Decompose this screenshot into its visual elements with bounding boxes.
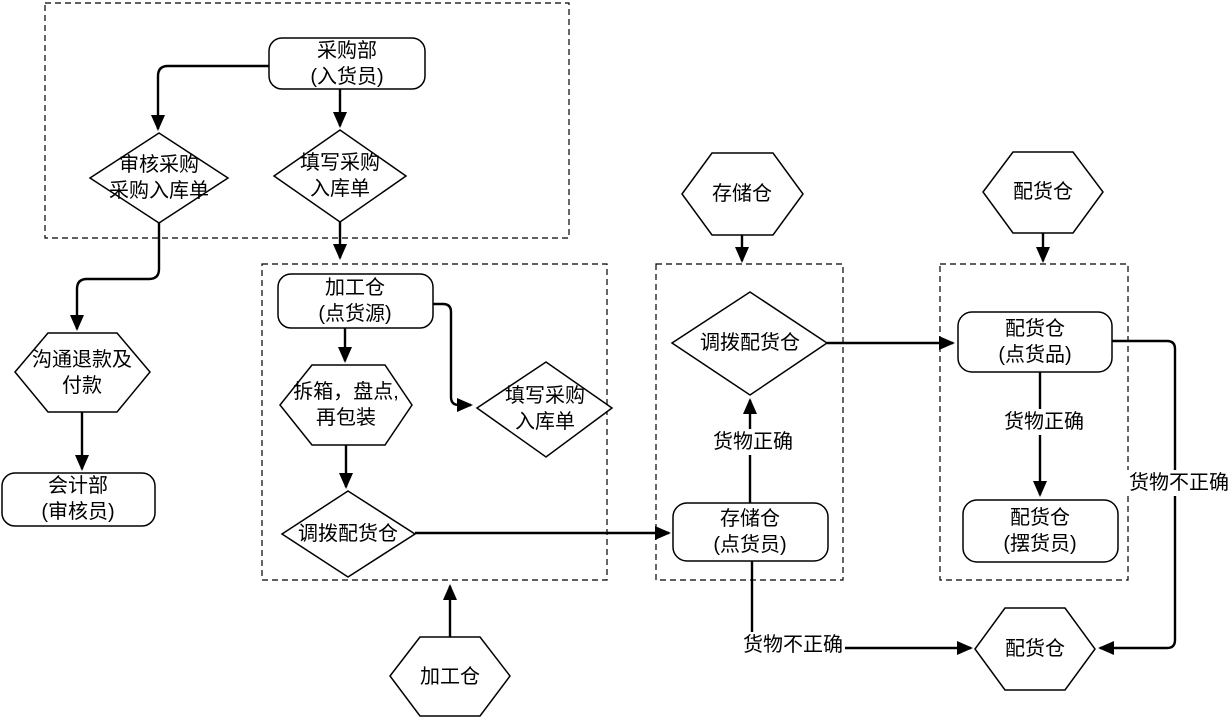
node-unpack-count-repack	[279, 364, 413, 446]
node-label-storage-wh-checker: 存储仓 (点货员)	[713, 508, 787, 556]
edge-processing-to-fill-order-mid	[433, 302, 473, 412]
node-label-transfer-to-dist-mid: 调拨配货仓	[298, 523, 398, 545]
node-purchase-dept	[268, 37, 426, 90]
node-label-communicate-refund: 沟通退款及 付款	[32, 349, 132, 397]
edge-review-to-refund	[70, 223, 161, 331]
node-storage-wh-hex	[681, 152, 804, 236]
node-label-storage-wh-hex: 存储仓	[712, 183, 772, 205]
node-processing-wh-hex	[389, 636, 511, 717]
node-dist-wh-item-checker	[957, 311, 1113, 373]
node-transfer-to-dist-storage	[670, 291, 829, 396]
node-review-purchase-order	[88, 132, 230, 224]
node-dist-wh-hex-bottom	[974, 607, 1096, 691]
node-transfer-to-dist-mid	[280, 490, 417, 578]
edge-label-goods-incorrect-dist: 货物不正确	[1127, 470, 1230, 496]
edge-label-goods-incorrect-storage: 货物不正确	[741, 632, 845, 658]
node-label-review-purchase-order: 审核采购 采购入库单	[109, 154, 209, 202]
node-label-unpack-count-repack: 拆箱，盘点, 再包装	[293, 381, 399, 429]
node-label-accounting-dept: 会计部 (审核员)	[41, 475, 115, 523]
node-label-dist-wh-hex-bottom: 配货仓	[1005, 638, 1065, 660]
node-label-fill-purchase-order-top: 填写采购 入库单	[300, 152, 380, 200]
node-label-purchase-dept: 采购部 (入货员)	[310, 40, 384, 88]
node-label-dist-wh-shelver: 配货仓 (摆货员)	[1003, 507, 1077, 555]
node-accounting-dept	[1, 472, 156, 527]
group-distribution-warehouse	[939, 263, 1129, 581]
edge-label-goods-correct-dist: 货物正确	[1002, 409, 1086, 435]
node-label-transfer-to-dist-storage: 调拨配货仓	[700, 332, 800, 354]
node-fill-purchase-order-mid	[475, 361, 614, 458]
node-label-fill-purchase-order-mid: 填写采购 入库单	[505, 385, 585, 433]
node-communicate-refund	[14, 332, 151, 413]
edge-label-goods-correct-storage: 货物正确	[711, 429, 795, 455]
node-storage-wh-checker	[672, 502, 829, 562]
group-processing-warehouse	[261, 263, 608, 581]
node-fill-purchase-order-top	[272, 129, 408, 223]
edge-purchase-to-review	[151, 64, 269, 131]
node-dist-wh-hex-top	[982, 151, 1104, 234]
node-dist-wh-shelver	[962, 499, 1119, 563]
group-purchasing	[44, 2, 570, 239]
node-label-processing-wh-source: 加工仓 (点货源)	[318, 277, 392, 325]
node-label-dist-wh-hex-top: 配货仓	[1013, 181, 1073, 203]
node-label-dist-wh-item-checker: 配货仓 (点货品)	[998, 318, 1072, 366]
group-storage-warehouse	[655, 263, 844, 581]
node-label-processing-wh-hex: 加工仓	[420, 666, 480, 688]
node-processing-wh-source	[277, 273, 434, 329]
